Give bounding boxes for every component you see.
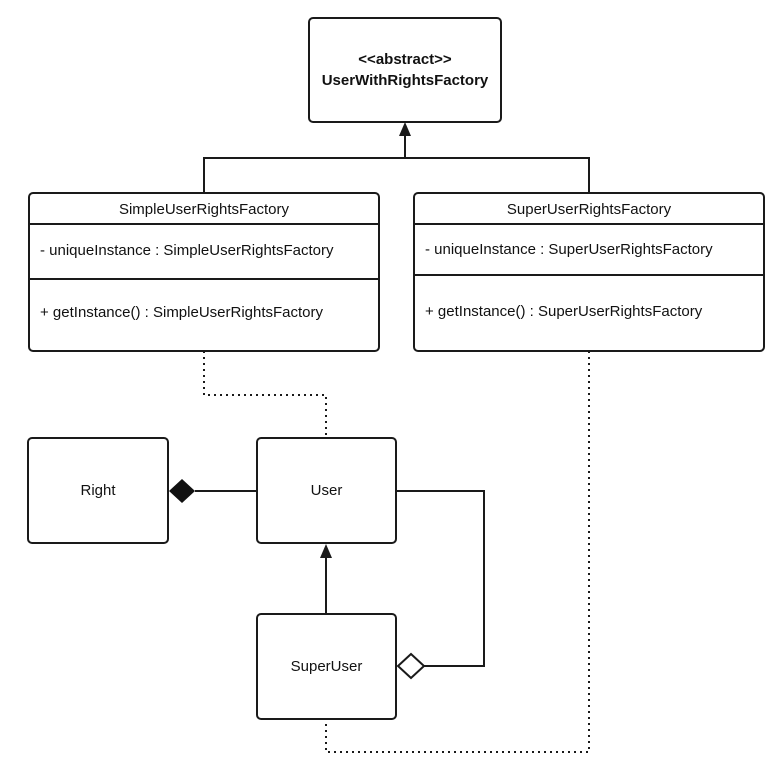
composition-diamond	[169, 479, 195, 503]
class-box-user[interactable]: User	[256, 437, 397, 544]
right-label: Right	[80, 482, 116, 499]
class-attribute: - uniqueInstance : SuperUserRightsFactor…	[425, 241, 713, 258]
class-divider	[30, 278, 378, 280]
generalization-arrowhead	[399, 122, 411, 136]
factory-generalization-connector	[203, 134, 590, 193]
dependency-simple-to-user	[203, 351, 327, 437]
abstract-class-box[interactable]: <<abstract>> UserWithRightsFactory	[308, 17, 502, 123]
class-divider	[415, 274, 763, 276]
class-attribute: - uniqueInstance : SimpleUserRightsFacto…	[40, 242, 334, 259]
abstract-stereotype: <<abstract>>	[358, 51, 452, 68]
class-name: SimpleUserRightsFactory	[118, 200, 290, 218]
abstract-class-name: UserWithRightsFactory	[321, 72, 489, 89]
class-operation: + getInstance() : SimpleUserRightsFactor…	[40, 304, 324, 321]
class-operation: + getInstance() : SuperUserRightsFactory	[425, 303, 703, 320]
aggregation-diamond	[396, 652, 426, 680]
superuser-generalization-arrowhead	[320, 544, 332, 558]
user-label: User	[310, 482, 343, 499]
class-box-simple-user-rights-factory[interactable]: SimpleUserRightsFactory - uniqueInstance…	[28, 192, 380, 352]
class-box-right[interactable]: Right	[27, 437, 169, 544]
super-user-label: SuperUser	[290, 658, 363, 675]
class-divider	[30, 223, 378, 225]
aggregation-line	[396, 490, 485, 667]
class-divider	[415, 223, 763, 225]
class-box-super-user-rights-factory[interactable]: SuperUserRightsFactory - uniqueInstance …	[413, 192, 765, 352]
class-box-super-user[interactable]: SuperUser	[256, 613, 397, 720]
class-name: SuperUserRightsFactory	[506, 200, 672, 218]
